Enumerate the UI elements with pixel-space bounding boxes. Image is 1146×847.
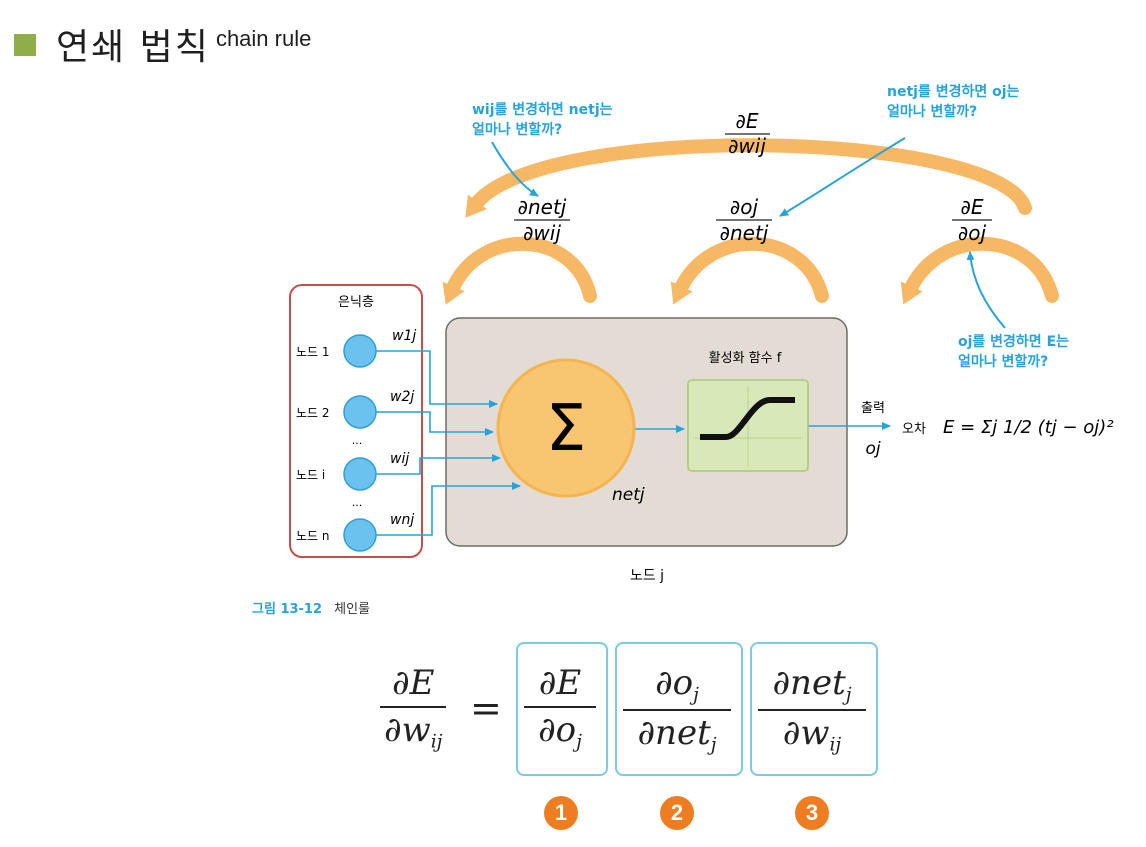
q3-arrow xyxy=(966,251,1006,329)
q1-arrow xyxy=(491,141,539,197)
ellipsis-1: ... xyxy=(352,434,363,447)
eq-equals: = xyxy=(470,686,502,730)
hidden-layer-label: 은닉층 xyxy=(338,295,374,310)
question-1-line1: wij를 변경하면 netj는 xyxy=(472,101,613,118)
orange-arrow-1 xyxy=(442,236,597,305)
caption-text: 체인룰 xyxy=(334,602,371,617)
node-circle-i xyxy=(343,457,377,491)
sum-circle xyxy=(496,358,636,498)
sigma-icon: Σ xyxy=(546,392,586,466)
frac-dnet-dw: ∂netj ∂wij xyxy=(514,195,570,245)
question-1-line2: 얼마나 변할까? xyxy=(472,121,562,138)
svg-text:∂oj: ∂oj xyxy=(730,195,759,219)
figure-caption: 그림 13-12 체인룰 xyxy=(252,598,370,617)
error-label: 오차 xyxy=(902,422,926,437)
svg-text:∂wij: ∂wij xyxy=(728,134,766,158)
weight-label-i: wij xyxy=(390,451,409,467)
svg-text:∂netj: ∂netj xyxy=(720,221,769,245)
question-2-line1: netj를 변경하면 oj는 xyxy=(887,83,1020,100)
connection-1 xyxy=(376,350,498,408)
svg-text:∂oj: ∂oj xyxy=(958,221,987,245)
node-label-1: 노드 1 xyxy=(296,345,330,359)
output-label: 출력 xyxy=(861,401,885,416)
question-3-line2: 얼마나 변할까? xyxy=(958,353,1048,370)
svg-text:∂E: ∂E xyxy=(961,195,984,219)
question-3-line1: oj를 변경하면 E는 xyxy=(958,333,1069,350)
connection-i xyxy=(376,454,501,475)
frac-do-dnet: ∂oj ∂netj xyxy=(716,195,772,245)
weight-label-2: w2j xyxy=(390,389,414,405)
eq-lhs-num: ∂E xyxy=(392,663,435,703)
eq-box-2 xyxy=(615,642,743,776)
connection-n xyxy=(376,482,521,536)
activation-label: 활성화 함수 f xyxy=(709,351,782,366)
orange-arrow-big xyxy=(465,138,1032,218)
weight-label-1: w1j xyxy=(392,328,416,344)
node-label-2: 노드 2 xyxy=(296,406,330,420)
weight-label-n: wnj xyxy=(390,512,414,528)
svg-text:∂wij: ∂wij xyxy=(523,221,561,245)
eq-lhs-den: ∂wij xyxy=(384,710,443,753)
node-circle-2 xyxy=(343,395,377,429)
title-bullet xyxy=(14,34,36,56)
node-label-i: 노드 i xyxy=(296,468,325,482)
error-formula: E = Σj 1/2 (tj − oj)² xyxy=(943,417,1114,438)
ellipsis-2: ... xyxy=(352,496,363,509)
caption-label: 그림 13-12 xyxy=(252,602,323,617)
orange-arrow-3 xyxy=(900,236,1059,305)
node-label-n: 노드 n xyxy=(296,529,330,543)
slide-title: 연쇄 법칙 chain rule xyxy=(14,18,311,70)
output-symbol: oj xyxy=(865,439,880,459)
eq-box-1 xyxy=(516,642,608,776)
question-2-line2: 얼마나 변할까? xyxy=(887,103,977,120)
eq-term-2: ∂oj ∂netj xyxy=(623,663,731,756)
badge-3: 3 xyxy=(795,796,829,830)
title-main: 연쇄 법칙 xyxy=(56,27,210,68)
badge-2: 2 xyxy=(660,796,694,830)
badge-1: 1 xyxy=(544,796,578,830)
svg-text:∂netj: ∂netj xyxy=(518,195,567,219)
hidden-layer-box xyxy=(289,284,423,558)
connection-2 xyxy=(376,411,494,436)
title-sub: chain rule xyxy=(215,26,312,51)
q2-arrow xyxy=(779,137,906,217)
node-circle-n xyxy=(343,518,377,552)
eq-term-3: ∂netj ∂wij xyxy=(758,663,866,756)
eq-lhs-fraction: ∂E ∂wij xyxy=(380,663,447,753)
frac-dE-dw: ∂E ∂wij xyxy=(725,109,770,158)
sigmoid-curve-icon xyxy=(700,397,795,440)
node-circle-1 xyxy=(343,334,377,368)
net-label: netj xyxy=(612,485,645,505)
frac-dE-do: ∂E ∂oj xyxy=(952,195,992,245)
eq-term-1: ∂E ∂oj xyxy=(524,663,596,753)
orange-arrow-2 xyxy=(670,236,829,305)
svg-text:∂E: ∂E xyxy=(736,109,759,133)
node-j-label: 노드 j xyxy=(630,568,664,584)
eq-box-3 xyxy=(750,642,878,776)
